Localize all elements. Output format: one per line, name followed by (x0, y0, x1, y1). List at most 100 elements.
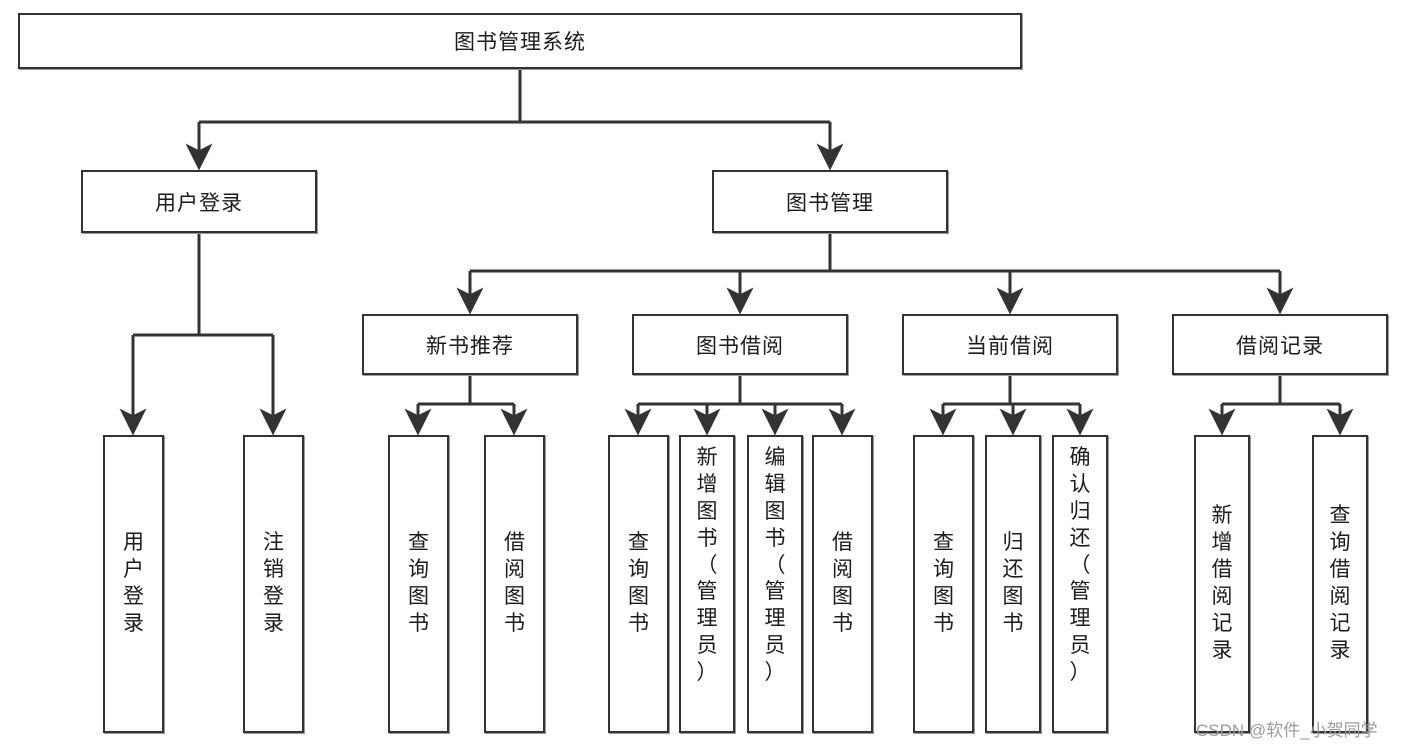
label-char: 录 (263, 611, 284, 635)
node-leaf-query-book-3[interactable]: 查询图书 (913, 435, 974, 733)
label-char: 书 (832, 611, 853, 635)
label-char: 记 (1329, 611, 1351, 635)
node-book-management[interactable]: 图书管理 (712, 170, 948, 233)
label-char: ） (764, 661, 786, 684)
label-char: 借 (832, 531, 853, 555)
node-leaf-add-book-admin[interactable]: 新增图书（管理员） (679, 435, 735, 733)
node-leaf-query-book-1-label: 查询图书 (390, 437, 447, 731)
label-char: 增 (1211, 531, 1233, 555)
label-char: 录 (1211, 638, 1233, 662)
label-char: 新 (696, 446, 718, 469)
label-char: 阅 (1329, 585, 1351, 608)
label-char: 阅 (504, 558, 525, 582)
label-char: （ (696, 553, 718, 577)
node-leaf-edit-book-admin-label: 编辑图书 （ 管理员 ） (749, 445, 801, 687)
node-user-login[interactable]: 用户登录 (81, 170, 317, 233)
label-char: 归 (1069, 499, 1091, 523)
node-leaf-add-book-admin-label: 新增图书（管理员） (681, 445, 733, 687)
node-leaf-confirm-return-admin[interactable]: 确认归还（管理员） (1052, 435, 1108, 733)
node-root[interactable]: 图书管理系统 (18, 13, 1022, 69)
label-char: 阅 (1211, 585, 1233, 608)
node-leaf-borrow-book-1-label: 借阅图书 (486, 437, 543, 731)
label-char: 还 (1069, 526, 1091, 550)
label-char: 理 (696, 607, 718, 631)
watermark: CSDN @软件_小贺同学 (1196, 721, 1378, 740)
label-char: 询 (933, 558, 954, 582)
label-char: 用 (123, 531, 144, 555)
label-char: 编 (764, 446, 786, 469)
label-char: （ (764, 553, 786, 577)
label-char: 借 (1329, 558, 1351, 582)
node-user-login-label: 用户登录 (155, 191, 243, 215)
label-char: 登 (263, 585, 284, 608)
node-leaf-query-book-1[interactable]: 查询图书 (388, 435, 449, 733)
node-current-borrow-label: 当前借阅 (966, 334, 1054, 358)
label-char: 管 (1069, 580, 1091, 604)
label-char: ） (1069, 661, 1091, 684)
label-char: 销 (263, 558, 284, 582)
node-new-book-recommend-label: 新书推荐 (426, 334, 514, 358)
label-char: ） (696, 661, 718, 684)
label-char: 图 (628, 585, 649, 608)
node-book-borrow[interactable]: 图书借阅 (632, 314, 848, 375)
label-char: 书 (764, 526, 786, 550)
label-char: 登 (123, 585, 144, 608)
node-leaf-query-book-3-label: 查询图书 (915, 437, 972, 731)
label-char: 录 (1329, 638, 1351, 662)
node-leaf-confirm-return-admin-label: 确认归还（管理员） (1054, 445, 1106, 687)
label-char: 新 (1211, 504, 1233, 528)
label-char: 书 (504, 611, 525, 635)
label-char: 查 (408, 531, 429, 555)
node-leaf-borrow-book-2-label: 借阅图书 (814, 437, 871, 731)
node-leaf-query-book-2-label: 查询图书 (610, 437, 667, 731)
label-char: 书 (1002, 611, 1024, 635)
node-book-management-label: 图书管理 (786, 191, 874, 215)
node-leaf-query-book-2[interactable]: 查询图书 (608, 435, 669, 733)
label-char: 阅 (832, 558, 853, 582)
label-char: 员 (764, 634, 786, 658)
label-char: （ (1069, 553, 1091, 577)
node-leaf-query-borrow-record[interactable]: 查询借阅记录 (1312, 435, 1368, 733)
node-current-borrow[interactable]: 当前借阅 (902, 314, 1118, 375)
node-borrow-record[interactable]: 借阅记录 (1172, 314, 1388, 375)
node-leaf-user-logout[interactable]: 注销登录 (243, 435, 304, 733)
label-char: 认 (1069, 472, 1091, 496)
node-leaf-borrow-book-2[interactable]: 借阅图书 (812, 435, 873, 733)
label-char: 询 (628, 558, 649, 582)
label-char: 借 (1211, 558, 1233, 582)
node-leaf-user-logout-label: 注销登录 (245, 437, 302, 731)
label-char: 注 (263, 531, 284, 555)
label-char: 员 (696, 634, 718, 658)
node-leaf-return-book[interactable]: 归还图书 (985, 435, 1041, 733)
label-char: 户 (123, 558, 144, 582)
label-char: 图 (832, 585, 853, 608)
label-char: 询 (1329, 531, 1351, 555)
node-leaf-add-borrow-record[interactable]: 新增借阅记录 (1194, 435, 1250, 733)
label-char: 理 (1069, 607, 1091, 631)
node-leaf-user-login-label: 用户登录 (105, 437, 162, 731)
label-char: 确 (1069, 446, 1091, 469)
label-char: 查 (1329, 504, 1351, 528)
label-char: 图 (764, 499, 786, 523)
label-char: 增 (696, 472, 718, 496)
node-leaf-borrow-book-1[interactable]: 借阅图书 (484, 435, 545, 733)
node-leaf-user-login[interactable]: 用户登录 (103, 435, 164, 733)
label-char: 书 (933, 611, 954, 635)
node-root-label: 图书管理系统 (454, 31, 586, 54)
node-new-book-recommend[interactable]: 新书推荐 (362, 314, 578, 375)
label-char: 辑 (764, 472, 786, 496)
node-book-borrow-label: 图书借阅 (696, 334, 784, 358)
node-leaf-query-borrow-record-label: 查询借阅记录 (1314, 437, 1366, 731)
node-leaf-add-borrow-record-label: 新增借阅记录 (1196, 437, 1248, 731)
label-char: 查 (933, 531, 954, 555)
label-char: 图 (933, 585, 954, 608)
node-leaf-return-book-label: 归还图书 (987, 437, 1039, 731)
label-char: 记 (1211, 611, 1233, 635)
label-char: 询 (408, 558, 429, 582)
label-char: 录 (123, 611, 144, 635)
label-char: 管 (696, 580, 718, 604)
label-char: 管 (764, 580, 786, 604)
label-char: 理 (764, 607, 786, 631)
node-leaf-edit-book-admin[interactable]: 编辑图书 （ 管理员 ） (747, 435, 803, 733)
